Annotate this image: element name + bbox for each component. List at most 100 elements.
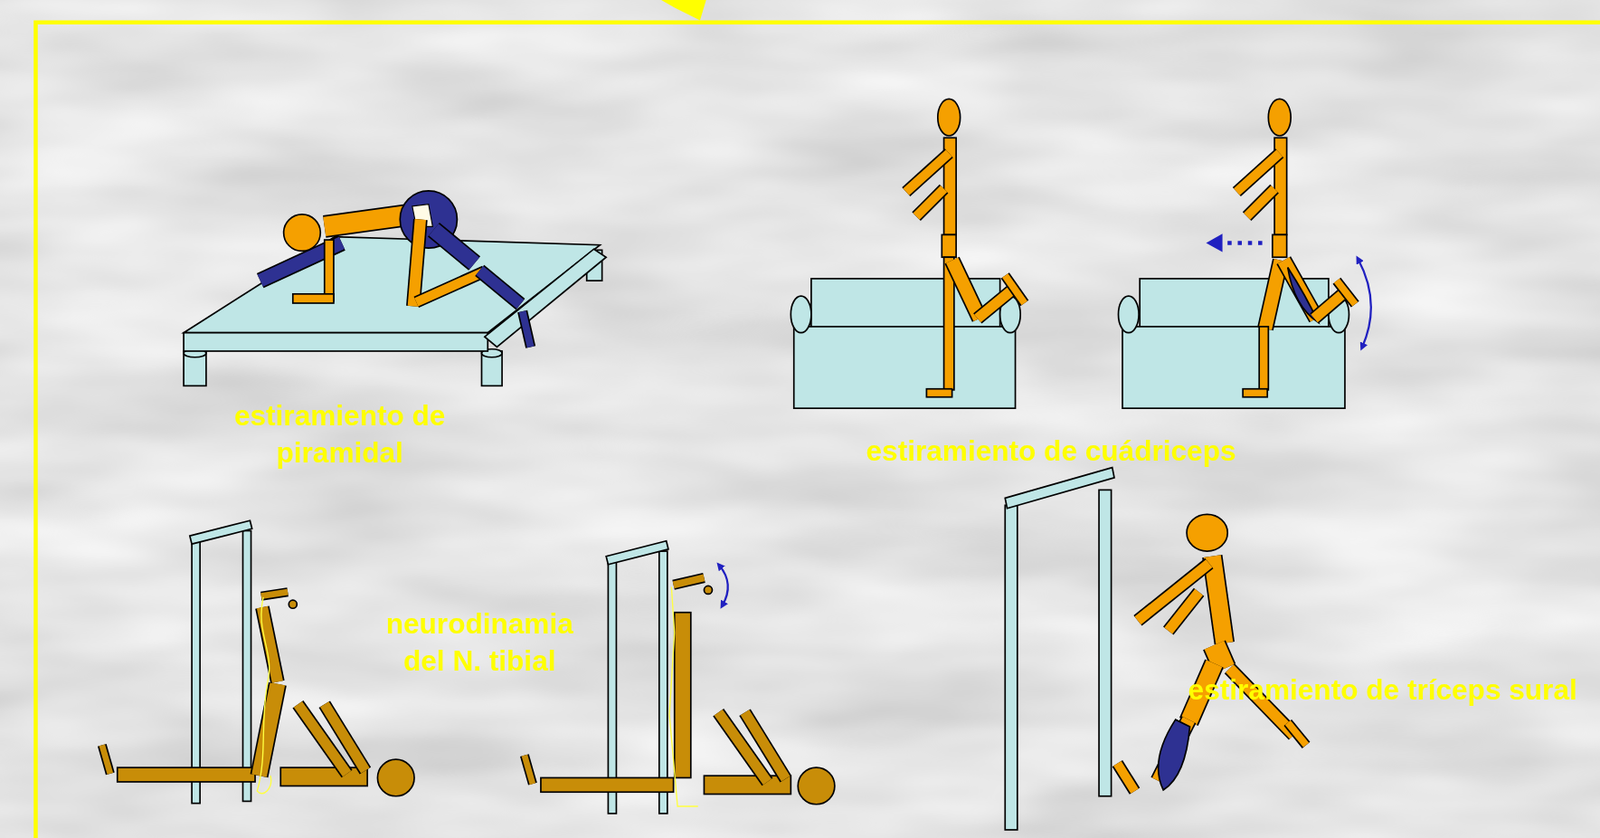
tibial-nerve-neurodynamics-start-part [288, 599, 297, 608]
quadriceps-stretch-end-part [1265, 260, 1281, 330]
tibial-nerve-neurodynamics-start-part [280, 766, 368, 786]
tibial-nerve-neurodynamics-start-part [324, 703, 366, 770]
calf-stretch-part [1287, 722, 1307, 746]
quadriceps-stretch-end-part [1117, 295, 1139, 333]
quadriceps-stretch-start-part [937, 98, 961, 136]
tibial-nerve-neurodynamics-end-part [605, 540, 669, 565]
quadriceps-stretch-end-part [1236, 152, 1279, 192]
quadriceps-stretch-end-part [1336, 280, 1355, 304]
tibial-nerve-neurodynamics-start-part [256, 596, 271, 794]
calf-stretch-part [1158, 719, 1191, 790]
piriformis-stretch-part [183, 332, 488, 351]
quadriceps-stretch-end-part [1236, 152, 1279, 192]
piriformis-stretch-part [479, 270, 521, 304]
piriformis-stretch-part [284, 214, 322, 252]
tibial-nerve-neurodynamics-end-part [524, 755, 533, 785]
piriformis-stretch-part [479, 270, 521, 304]
calf-stretch-part [1287, 722, 1307, 746]
quadriceps-stretch-start-part [977, 289, 1013, 319]
tibial-nerve-neurodynamics-end-part [719, 565, 728, 606]
calf-stretch-part [1211, 556, 1225, 644]
piriformis-stretch-part [522, 311, 531, 347]
frame-border [35, 0, 1600, 838]
calf-stretch-part [1168, 591, 1200, 631]
tibial-nerve-neurodynamics-start-part [189, 520, 253, 544]
calf-stretch [1004, 467, 1307, 830]
piriformis-stretch [183, 190, 606, 386]
quadriceps-stretch-start-part [794, 326, 1016, 408]
quadriceps-stretch-end-part [1247, 189, 1275, 217]
tibial-nerve-neurodynamics-start-part [262, 606, 278, 682]
tibial-nerve-neurodynamics-start-part [191, 535, 200, 804]
tibial-nerve-neurodynamics-start-part [117, 766, 256, 782]
exercise-label: neurodinamia del N. tibial [362, 605, 597, 680]
calf-stretch-part [1004, 504, 1018, 830]
tibial-nerve-neurodynamics-end-part [669, 586, 699, 806]
tibial-nerve-neurodynamics-start-part [262, 606, 278, 682]
quadriceps-stretch-end-part [1220, 240, 1262, 246]
tibial-nerve-neurodynamics-start-part [261, 591, 288, 597]
quadriceps-stretch-end-part [1272, 234, 1288, 257]
frame-border-part [661, 0, 707, 21]
quadriceps-stretch-end-part [1314, 293, 1344, 319]
quadriceps-stretch-end-part [1265, 260, 1281, 330]
tibial-nerve-neurodynamics-start [102, 520, 415, 803]
piriformis-stretch-part [433, 229, 474, 264]
calf-stretch-part [1098, 489, 1112, 796]
piriformis-stretch-part [416, 271, 485, 303]
tibial-nerve-neurodynamics-end-part [659, 550, 668, 814]
calf-stretch-part [1168, 591, 1200, 631]
tibial-nerve-neurodynamics-end-part [674, 612, 692, 778]
tibial-nerve-neurodynamics-end-part [703, 585, 712, 594]
tibial-nerve-neurodynamics-end-part [673, 577, 705, 585]
tibial-nerve-neurodynamics-end-part [607, 556, 616, 814]
quadriceps-stretch-start-part [952, 260, 980, 319]
exercise-label: estiramiento de piramidal [207, 397, 473, 472]
piriformis-stretch-part [433, 229, 474, 264]
quadriceps-stretch-start-part [952, 260, 980, 319]
piriformis-stretch-part [324, 239, 334, 302]
calf-stretch-part [1117, 763, 1135, 791]
quadriceps-stretch-end-part [1358, 258, 1372, 347]
quadriceps-stretch-start-part [916, 189, 944, 217]
calf-stretch-part [1117, 763, 1135, 791]
frame-border-part [35, 22, 1600, 838]
quadriceps-stretch-start-part [1004, 275, 1024, 303]
tibial-nerve-neurodynamics-end-part [745, 711, 786, 778]
tibial-nerve-neurodynamics-end-part [524, 755, 533, 785]
exercise-label: estiramiento de cuádriceps [795, 432, 1307, 470]
quadriceps-stretch-start [790, 98, 1024, 408]
quadriceps-stretch-start-part [916, 189, 944, 217]
exercise-label: estiramiento de tríceps sural [1168, 671, 1598, 709]
tibial-nerve-neurodynamics-end-part [797, 766, 835, 805]
piriformis-stretch-part [522, 311, 531, 347]
piriformis-stretch-part [413, 218, 421, 306]
quadriceps-stretch-start-part [790, 295, 812, 333]
tibial-nerve-neurodynamics-start-part [102, 744, 111, 774]
calf-stretch-part [1004, 467, 1115, 509]
tibial-nerve-neurodynamics-start-part [243, 530, 252, 802]
tibial-nerve-neurodynamics-start-part [377, 758, 415, 796]
quadriceps-stretch-start-part [977, 289, 1013, 319]
tibial-nerve-neurodynamics-start-part [102, 744, 111, 774]
quadriceps-stretch-end-part [1336, 280, 1355, 304]
tibial-nerve-neurodynamics-end [524, 540, 835, 814]
quadriceps-stretch-end-part [1247, 189, 1275, 217]
piriformis-stretch-part [416, 271, 485, 303]
quadriceps-stretch-end-part [1122, 326, 1345, 408]
piriformis-stretch-part [183, 236, 600, 333]
tibial-nerve-neurodynamics-start-part [261, 591, 288, 597]
quadriceps-stretch-end [1117, 98, 1371, 408]
quadriceps-stretch-start-part [941, 234, 957, 257]
quadriceps-stretch-end-part [1314, 293, 1344, 319]
tibial-nerve-neurodynamics-end-part [673, 577, 705, 585]
quadriceps-stretch-start-part [906, 152, 949, 192]
quadriceps-stretch-end-part [1259, 326, 1269, 390]
calf-stretch-part [1211, 556, 1225, 644]
calf-stretch-part [1186, 513, 1228, 551]
piriformis-stretch-part [293, 293, 334, 303]
tibial-nerve-neurodynamics-start-part [324, 703, 366, 770]
quadriceps-stretch-end-part [1206, 233, 1223, 252]
